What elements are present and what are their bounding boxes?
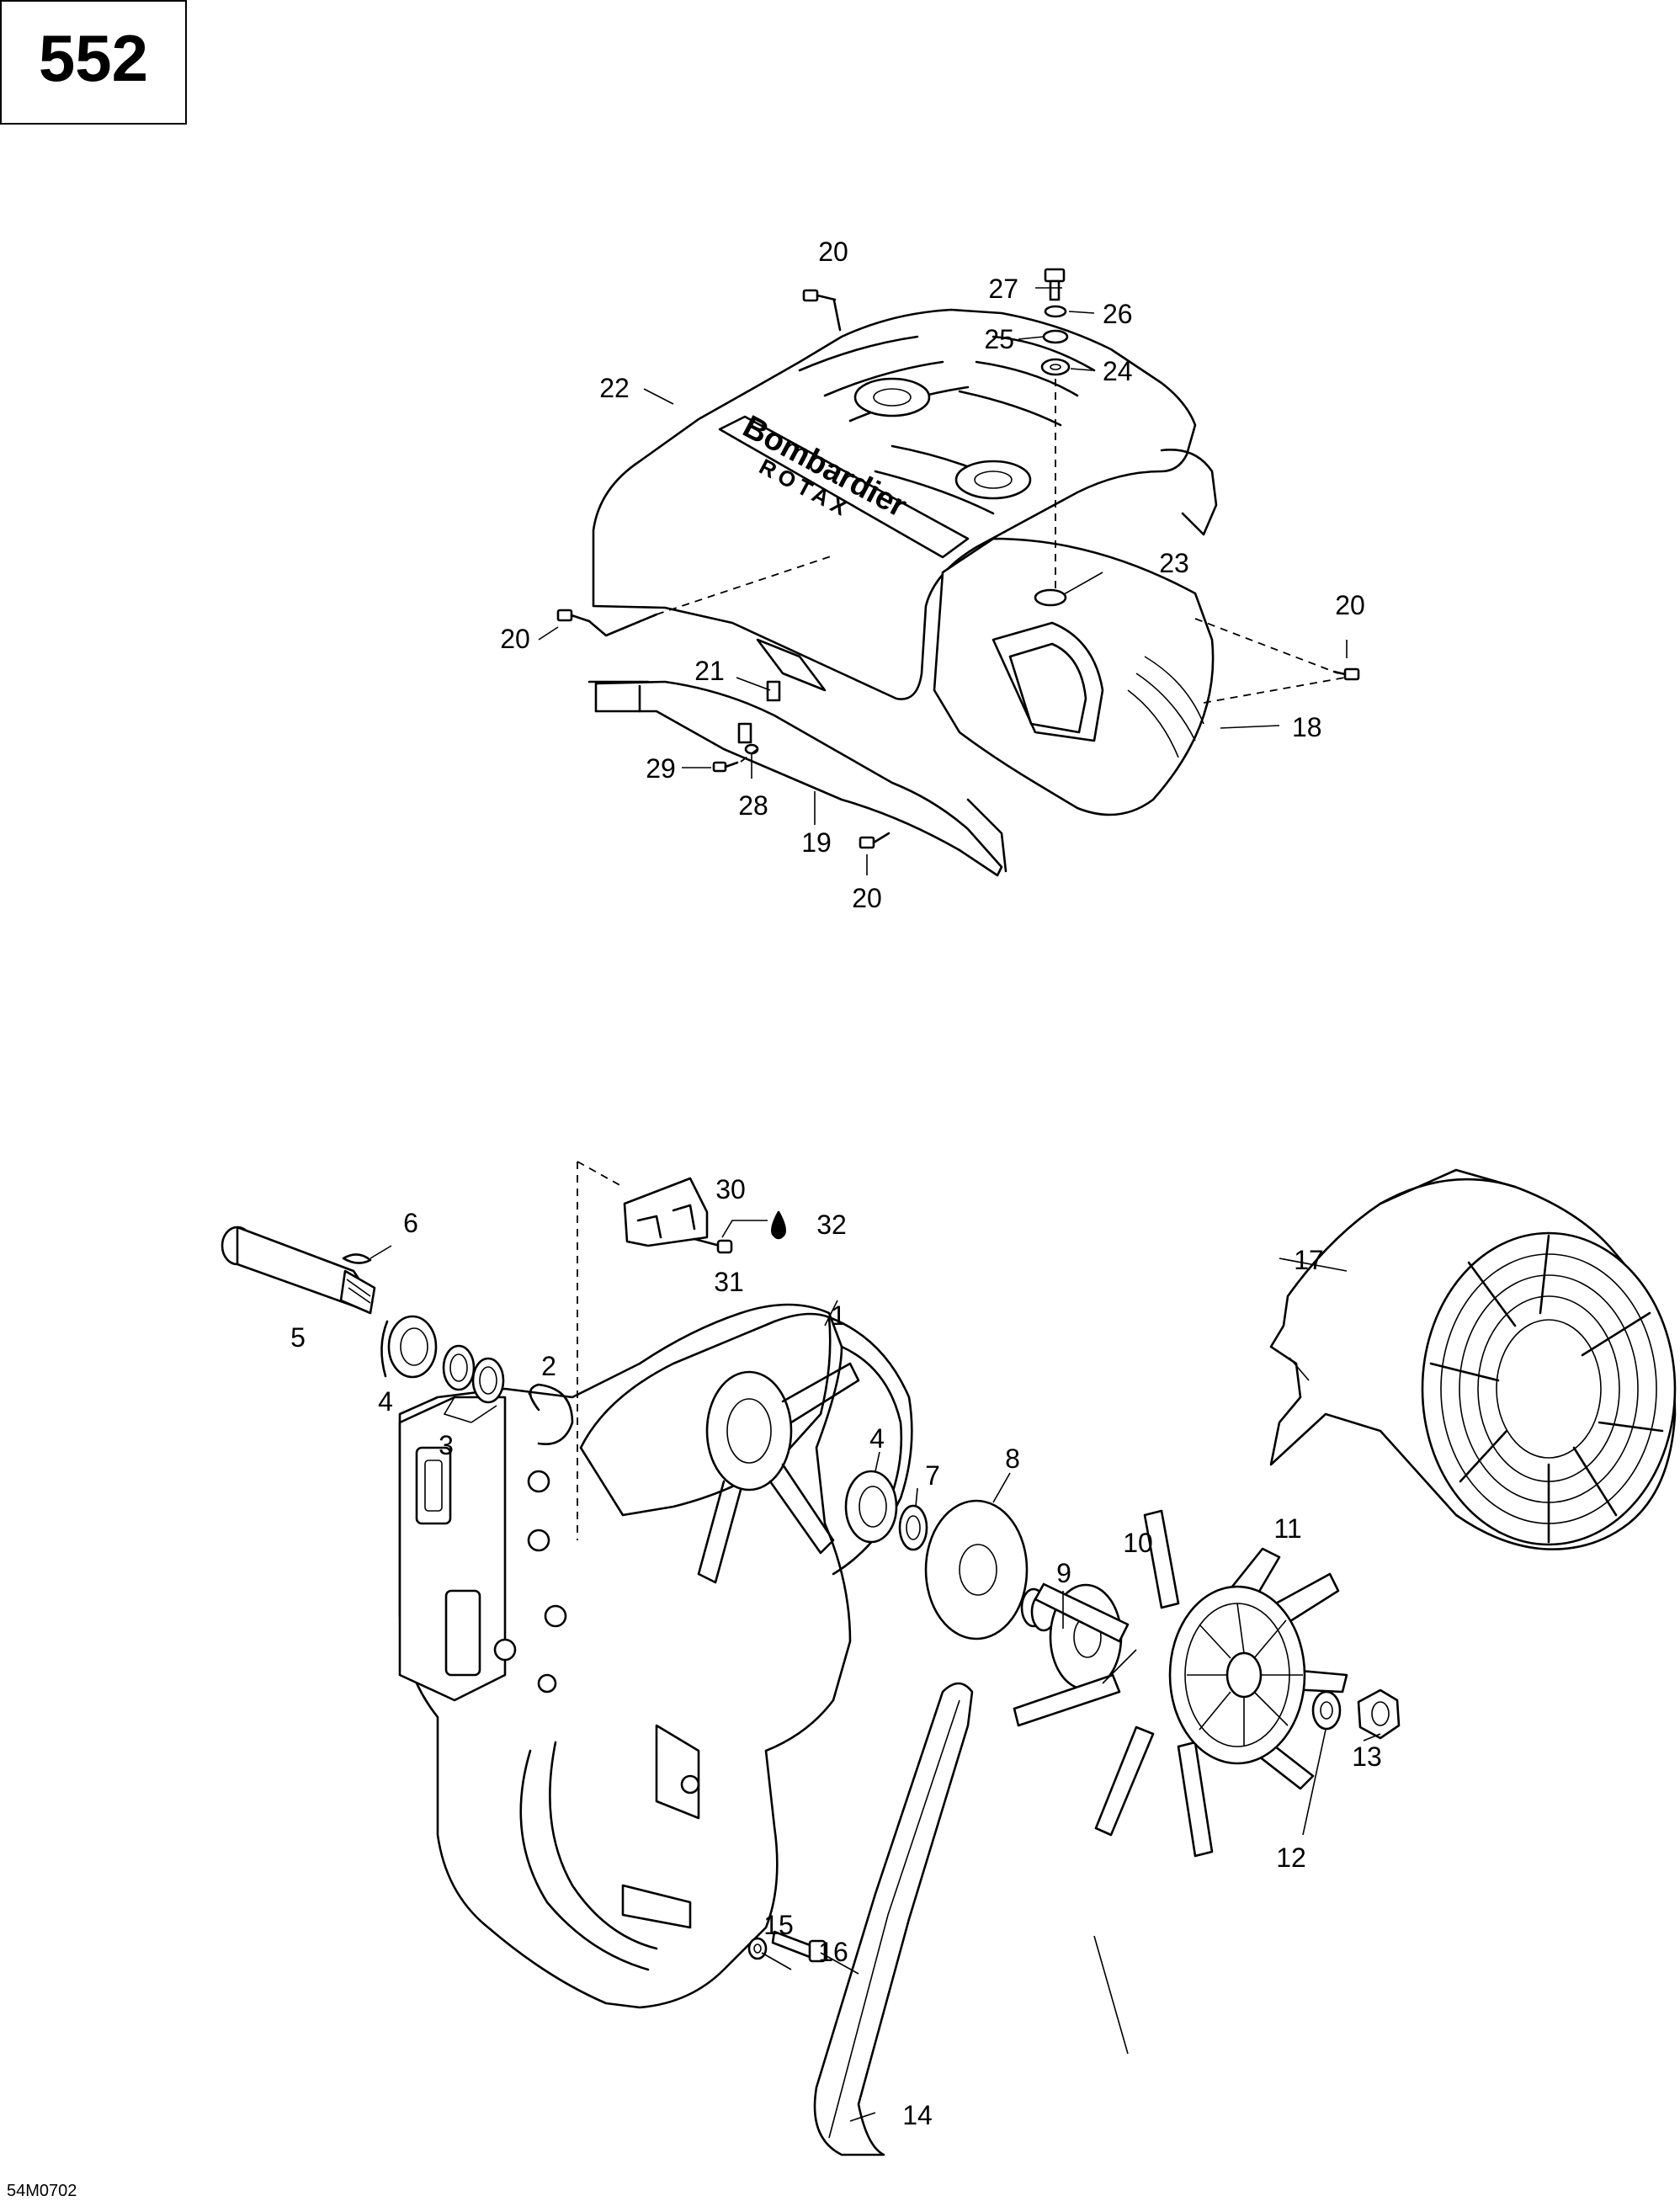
part-2-circlip xyxy=(529,1383,574,1446)
callout-11: 11 xyxy=(1273,1513,1301,1544)
part-25-washer xyxy=(1042,329,1069,344)
callout-17: 17 xyxy=(1294,1245,1324,1275)
callout-6: 6 xyxy=(403,1208,418,1238)
part-11-fan xyxy=(1013,1509,1348,1858)
part-5-shaft xyxy=(221,1226,376,1315)
part-15-washer xyxy=(747,1937,768,1960)
part-30-clip xyxy=(623,1177,709,1247)
callout-9: 9 xyxy=(1056,1558,1071,1588)
callout-27: 27 xyxy=(988,274,1018,304)
part-17-fan-shroud xyxy=(1269,1168,1677,1550)
callout-labels: 20 27 26 25 24 22 23 20 20 21 18 29 28 1… xyxy=(290,237,1382,2130)
callout-26: 26 xyxy=(1103,299,1133,329)
part-6-woodruff-key xyxy=(342,1253,372,1264)
part-18-shroud xyxy=(933,537,1215,816)
lower-leader-lines xyxy=(369,1245,1381,2122)
callout-29: 29 xyxy=(646,753,676,784)
callout-2: 2 xyxy=(541,1351,556,1381)
part-3-shims xyxy=(442,1344,505,1404)
part-8-pulley-half xyxy=(924,1499,1029,1640)
callout-19: 19 xyxy=(801,827,832,858)
callout-20-bottom: 20 xyxy=(852,883,882,913)
part-16-bolt xyxy=(771,1930,827,1963)
callout-21: 21 xyxy=(694,656,725,686)
part-31-screw xyxy=(693,1237,733,1254)
callout-3: 3 xyxy=(439,1430,454,1460)
part-4-bearing-left xyxy=(380,1315,438,1379)
part-4-bearing-right xyxy=(844,1470,898,1544)
part-14-drive-belt xyxy=(813,1682,974,2156)
callout-18: 18 xyxy=(1292,712,1322,742)
callout-20-left: 20 xyxy=(500,624,530,654)
callout-20-top: 20 xyxy=(818,237,848,267)
callout-13: 13 xyxy=(1352,1741,1382,1772)
part-20-screw-right xyxy=(1332,667,1360,681)
part-1-hub xyxy=(705,1370,793,1492)
callout-14: 14 xyxy=(902,2100,933,2130)
callout-28: 28 xyxy=(738,790,768,821)
callout-4-left: 4 xyxy=(378,1386,393,1417)
part-20-screw-left xyxy=(556,609,591,623)
callout-16: 16 xyxy=(818,1937,848,1967)
callout-31: 31 xyxy=(714,1267,744,1297)
part-23-grommet xyxy=(1034,588,1067,607)
fan-housing-assembly xyxy=(398,1303,913,2009)
brand-plate xyxy=(718,415,970,559)
callout-32: 32 xyxy=(816,1210,847,1240)
callout-7: 7 xyxy=(925,1460,940,1491)
callout-1: 1 xyxy=(831,1300,846,1331)
callout-5: 5 xyxy=(290,1322,306,1353)
callout-4-right: 4 xyxy=(869,1423,885,1454)
part-22-rear-lip xyxy=(1160,449,1218,536)
callout-8: 8 xyxy=(1005,1444,1020,1474)
callout-20-right: 20 xyxy=(1335,590,1365,620)
callout-12: 12 xyxy=(1276,1842,1306,1873)
part-20-screw-bottom xyxy=(859,832,891,849)
callout-15: 15 xyxy=(763,1910,794,1940)
part-32-threadlocker-drop xyxy=(771,1210,786,1240)
figure-code: 54M0702 xyxy=(7,2182,77,2200)
part-26-lock-washer xyxy=(1044,305,1067,318)
part-12-washer xyxy=(1311,1690,1342,1731)
callout-30: 30 xyxy=(715,1174,746,1204)
part-7-spacer xyxy=(898,1504,928,1551)
part-19-bracket xyxy=(594,680,1003,877)
page-number-box: 552 xyxy=(0,0,187,125)
callout-25: 25 xyxy=(984,324,1014,354)
part-27-bolt xyxy=(1044,268,1066,301)
callout-10: 10 xyxy=(1123,1528,1153,1558)
part-13-nut xyxy=(1357,1688,1401,1740)
part-29-screw xyxy=(712,761,739,773)
part-28-washer xyxy=(744,743,759,755)
fan-cover-assembly: Bombardier ROTAX xyxy=(556,268,1360,877)
callout-22: 22 xyxy=(599,373,630,403)
page-number: 552 xyxy=(38,21,149,95)
part-24-washer xyxy=(1040,358,1071,376)
part-20-screw-top xyxy=(802,289,837,302)
upper-leader-lines xyxy=(538,287,1348,875)
callout-24: 24 xyxy=(1103,356,1133,386)
callout-23: 23 xyxy=(1159,548,1189,578)
